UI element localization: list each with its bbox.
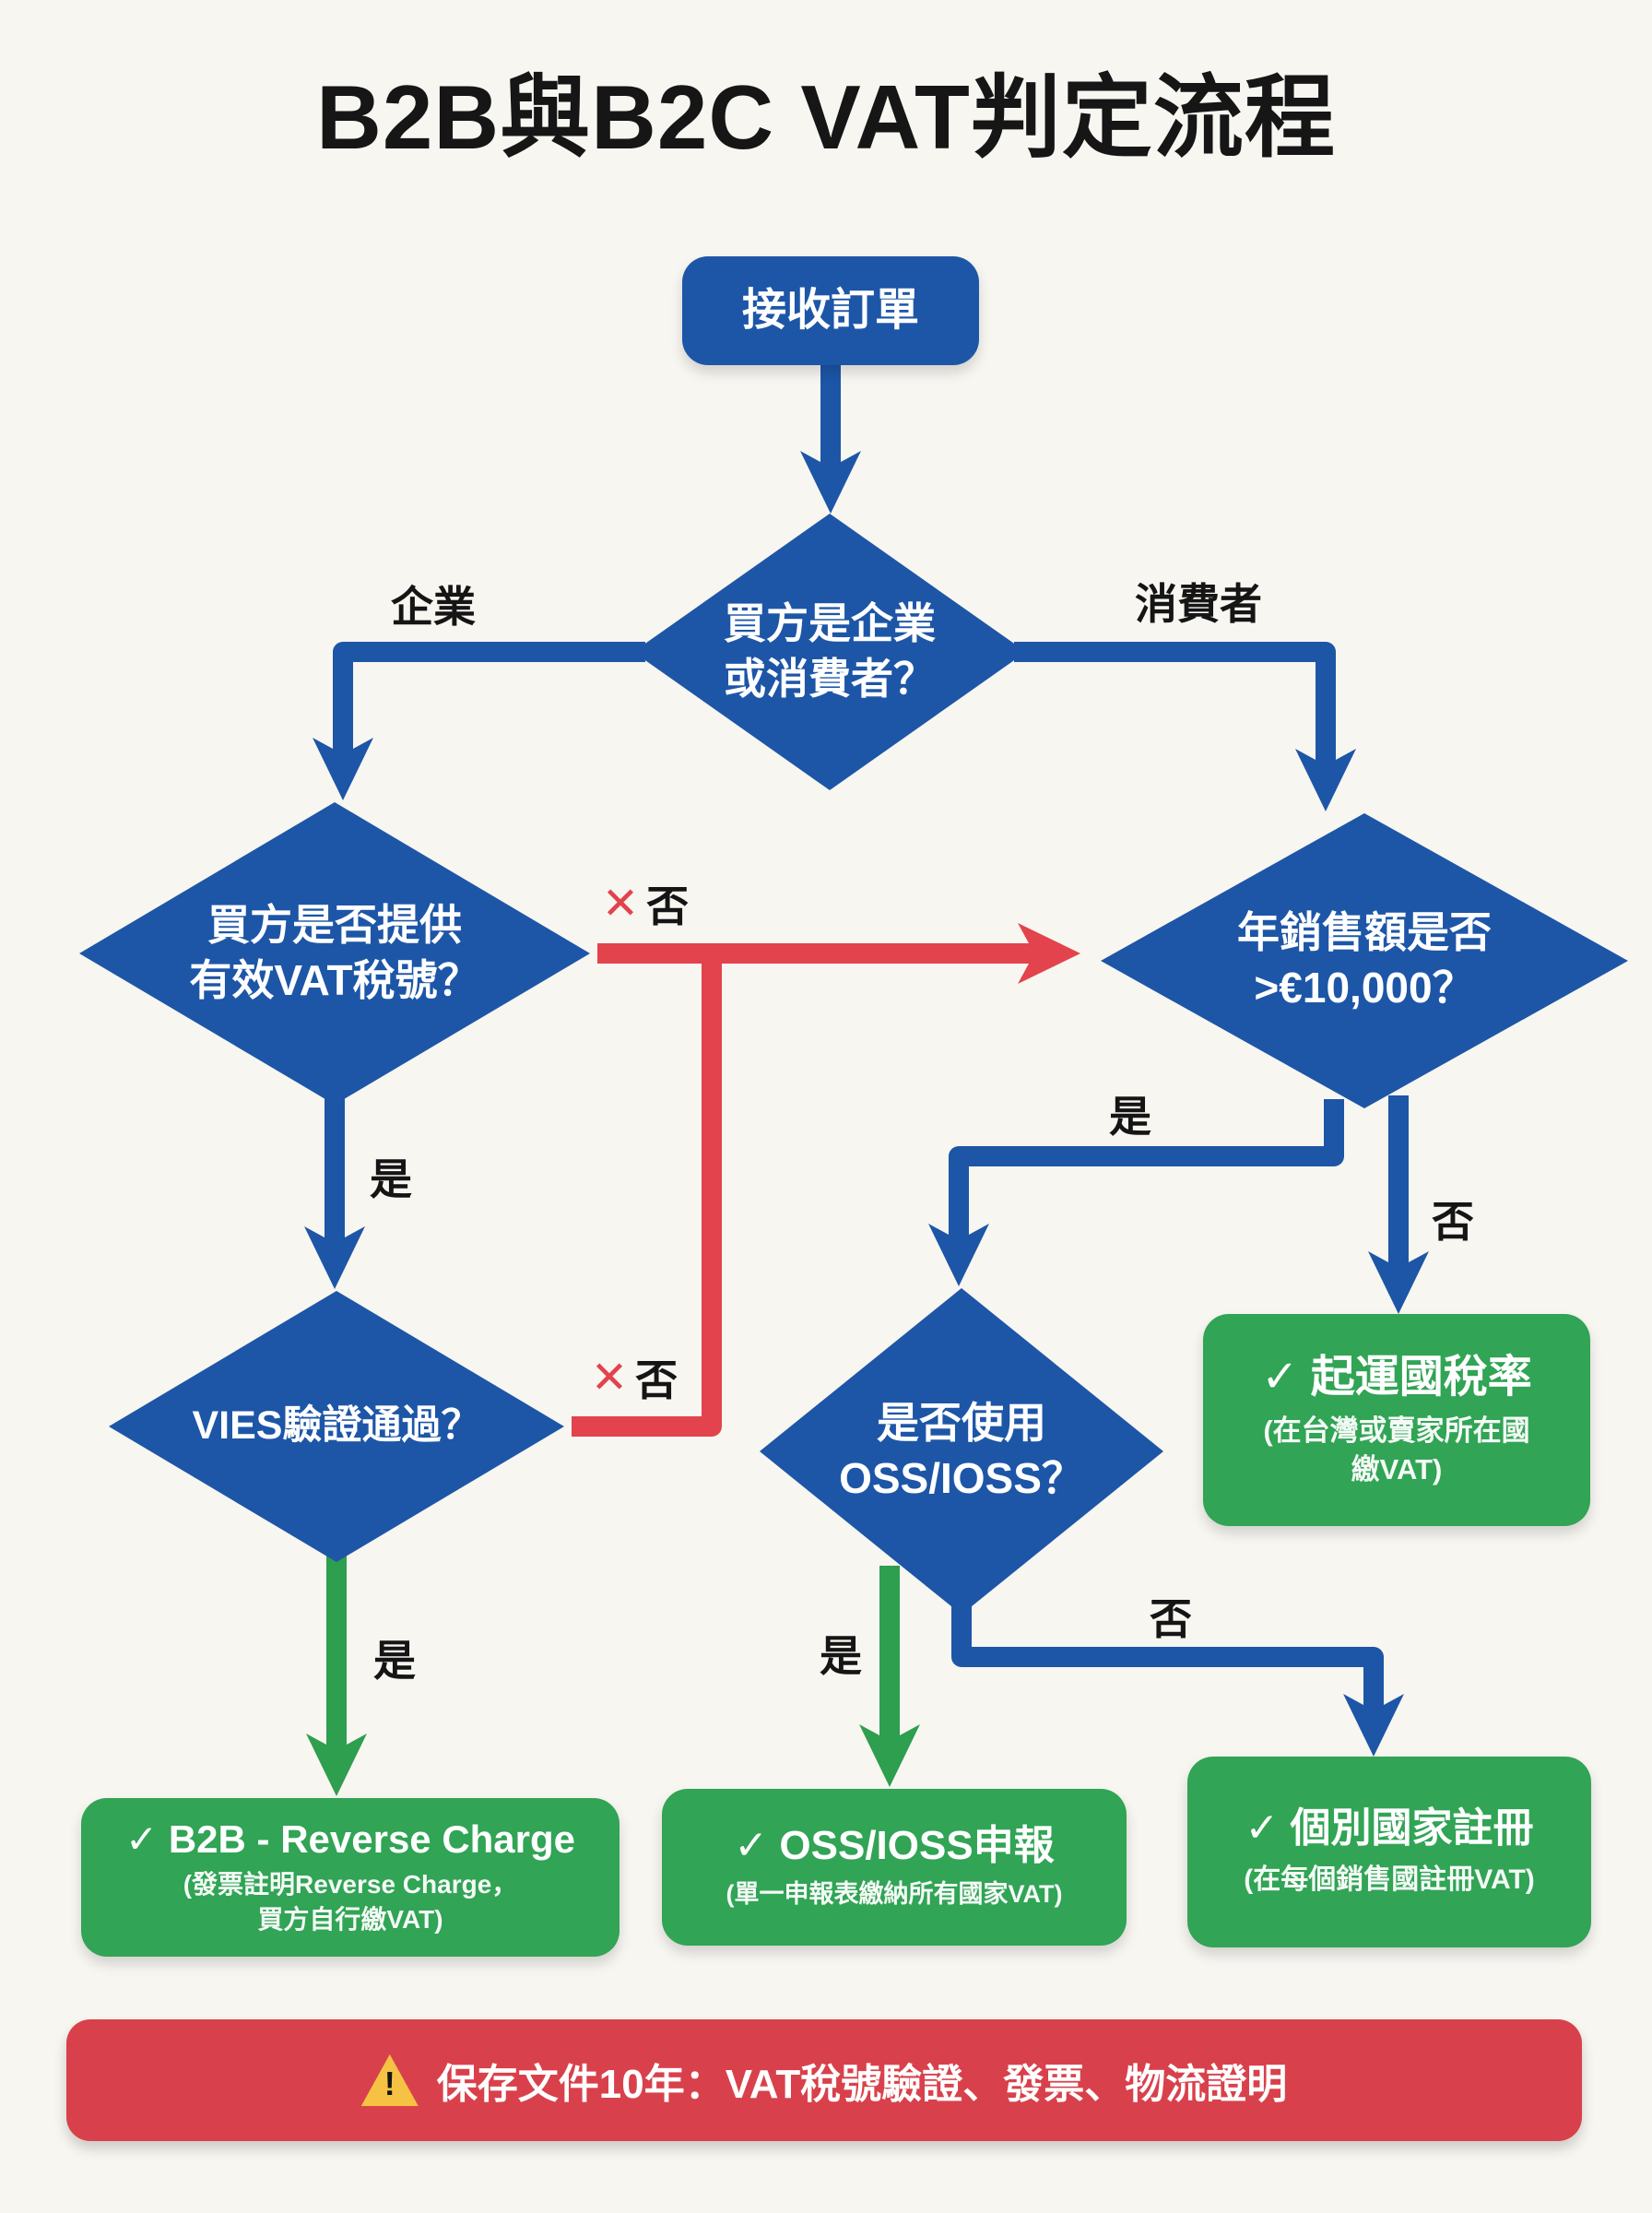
origin-rate-title: ✓ 起運國稅率 — [1261, 1352, 1532, 1402]
result-oss-filing: ✓ OSS/IOSS申報 (單一申報表繳納所有國家VAT) — [662, 1789, 1127, 1946]
start-node-label: 接收訂單 — [741, 286, 919, 336]
country-reg-title: ✓ 個別國家註冊 — [1245, 1805, 1533, 1852]
edge-label-vat-yes: 是 — [370, 1146, 412, 1207]
business-text: 企業 — [391, 583, 476, 631]
origin-rate-title-text: 起運國稅率 — [1310, 1352, 1532, 1402]
page-title: B2B與B2C VAT判定流程 — [316, 66, 1336, 168]
edge-label-vat-no: ✕ 否 — [602, 873, 689, 934]
diamond-oss-use — [760, 1288, 1163, 1615]
result-country-registration: ✓ 個別國家註冊 (在每個銷售國註冊VAT) — [1187, 1757, 1591, 1947]
vat-number-line2: 有效VAT稅號？ — [189, 956, 480, 1004]
diamond-sales-threshold — [1101, 813, 1628, 1108]
edge-label-vies-no: ✕ 否 — [591, 1347, 678, 1408]
warning-banner-text: 保存文件10年：VAT稅號驗證、發票、物流證明 — [436, 2062, 1288, 2107]
edge-label-oss-yes: 是 — [820, 1623, 862, 1684]
edge-vies-no-join — [572, 953, 722, 1437]
oss-no-text: 否 — [1150, 1595, 1192, 1643]
diamond-vat-number — [79, 802, 590, 1105]
check-icon: ✓ — [1261, 1352, 1299, 1402]
edge-consumer-branch — [1014, 642, 1356, 811]
result-b2b-reverse-charge: ✓ B2B - Reverse Charge (發票註明Reverse Char… — [81, 1798, 620, 1957]
edge-label-consumer: 消費者 — [1135, 571, 1262, 632]
edge-label-business: 企業 — [391, 574, 476, 634]
b2b-sub1: (發票註明Reverse Charge， — [183, 1870, 518, 1899]
vies-yes-text: 是 — [373, 1637, 416, 1685]
oss-filing-title-text: OSS/IOSS申報 — [779, 1823, 1055, 1869]
check-icon: ✓ — [1245, 1805, 1280, 1851]
sales-threshold-line2: >€10,000？ — [1254, 964, 1475, 1012]
origin-rate-sub1: (在台灣或賣家所在國 — [1263, 1414, 1530, 1447]
cross-icon: ✕ — [590, 1354, 629, 1402]
oss-use-line2: OSS/IOSS？ — [839, 1454, 1084, 1502]
warning-banner: ! 保存文件10年：VAT稅號驗證、發票、物流證明 — [66, 2019, 1582, 2141]
warning-icon: ! — [360, 2054, 419, 2106]
consumer-text: 消費者 — [1135, 580, 1262, 628]
threshold-no-text: 否 — [1432, 1198, 1474, 1246]
vies-no-text: 否 — [635, 1356, 678, 1404]
vat-no-text: 否 — [646, 882, 690, 930]
oss-filing-sub1: (單一申報表繳納所有國家VAT) — [726, 1880, 1063, 1909]
buyer-type-line1: 買方是企業 — [724, 599, 936, 648]
edge-label-vies-yes: 是 — [373, 1627, 416, 1688]
check-icon: ✓ — [734, 1823, 769, 1869]
warning-exclamation: ! — [384, 2065, 395, 2102]
vat-number-label: 買方是否提供 有效VAT稅號？ — [189, 898, 479, 1009]
diamond-buyer-type — [633, 514, 1026, 790]
edge-oss-no-to-country-reg — [951, 1600, 1404, 1757]
start-node: 接收訂單 — [682, 256, 979, 365]
sales-threshold-label: 年銷售額是否 >€10,000？ — [1237, 905, 1492, 1016]
oss-yes-text: 是 — [820, 1632, 862, 1680]
country-reg-title-text: 個別國家註冊 — [1290, 1805, 1534, 1851]
oss-use-label: 是否使用 OSS/IOSS？ — [839, 1396, 1084, 1507]
buyer-type-label: 買方是企業 或消費者？ — [724, 597, 936, 707]
edge-label-threshold-yes: 是 — [1109, 1083, 1151, 1144]
edge-threshold-yes-to-oss — [928, 1099, 1344, 1286]
country-reg-sub1: (在每個銷售國註冊VAT) — [1244, 1864, 1535, 1895]
vat-yes-text: 是 — [370, 1155, 412, 1203]
oss-filing-title: ✓ OSS/IOSS申報 — [734, 1823, 1054, 1870]
buyer-type-line2: 或消費者？ — [724, 655, 936, 703]
threshold-yes-text: 是 — [1109, 1093, 1151, 1141]
diamond-vies — [109, 1291, 564, 1562]
b2b-sub2: 買方自行繳VAT) — [257, 1905, 443, 1935]
vat-number-line1: 買方是否提供 — [206, 901, 462, 950]
cross-icon: ✕ — [601, 880, 640, 929]
origin-rate-sub2: 繳VAT) — [1351, 1452, 1443, 1485]
vies-label: VIES驗證通過？ — [193, 1401, 481, 1452]
edge-label-oss-no: 否 — [1150, 1586, 1192, 1647]
oss-use-line1: 是否使用 — [876, 1399, 1046, 1448]
edge-business-branch — [313, 642, 645, 800]
result-origin-rate: ✓ 起運國稅率 (在台灣或賣家所在國 繳VAT) — [1203, 1314, 1590, 1526]
edge-label-threshold-no: 否 — [1432, 1189, 1474, 1249]
check-icon: ✓ — [124, 1817, 159, 1862]
b2b-title: ✓ B2B - Reverse Charge — [125, 1817, 575, 1862]
b2b-title-text: B2B - Reverse Charge — [168, 1817, 576, 1862]
sales-threshold-line1: 年銷售額是否 — [1237, 908, 1492, 957]
vies-line1: VIES驗證通過？ — [192, 1403, 481, 1449]
